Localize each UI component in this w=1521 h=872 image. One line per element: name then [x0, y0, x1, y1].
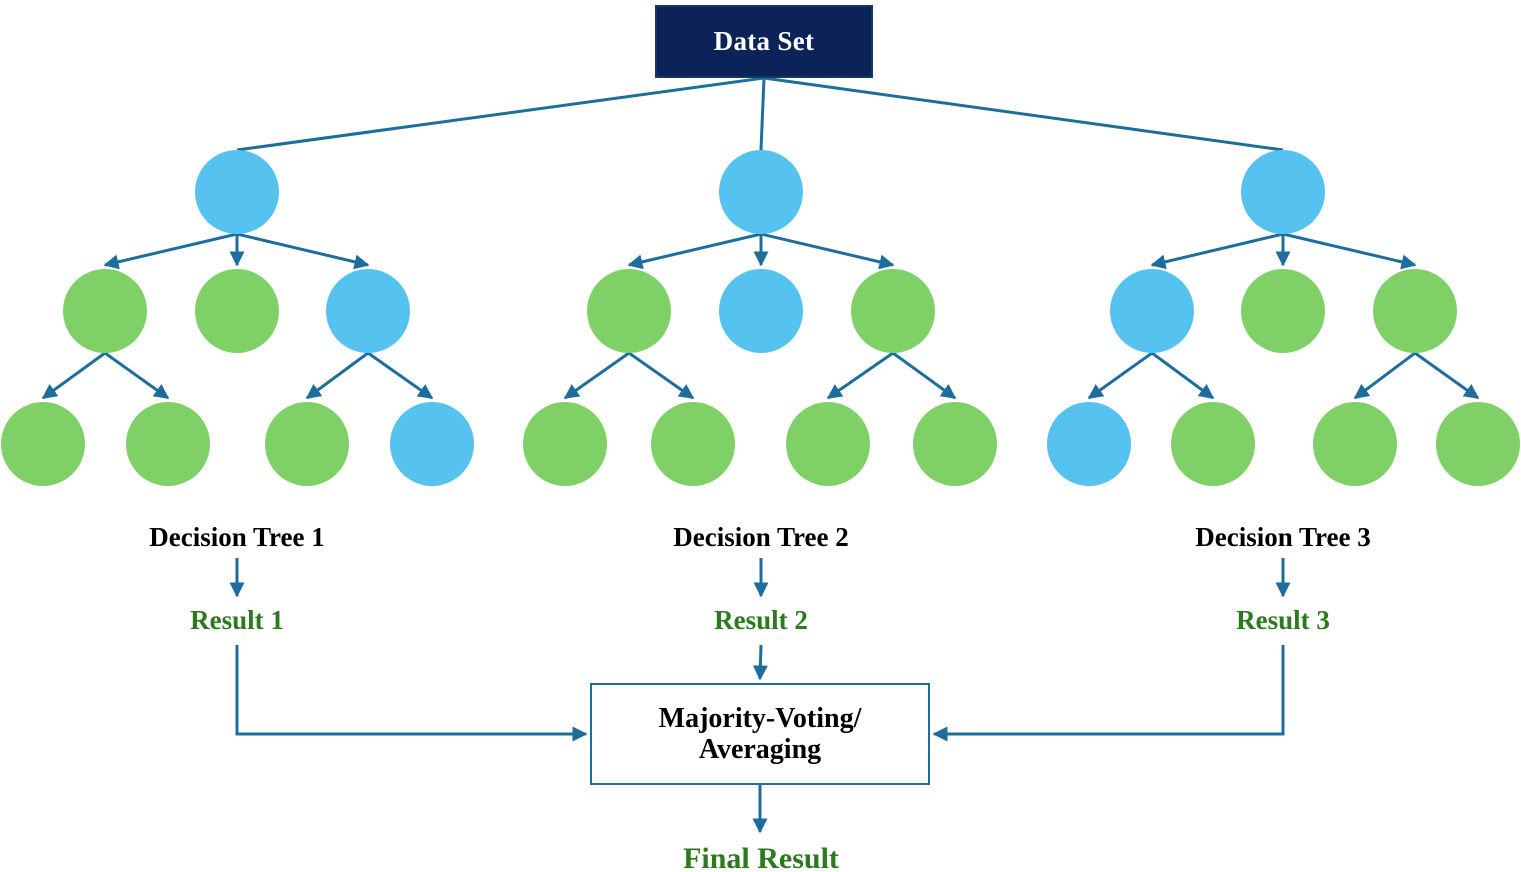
tree-1-mid-node-2: [195, 269, 279, 353]
tree-1-mid-node-1: [63, 269, 147, 353]
vote-box-line-2: Averaging: [698, 734, 822, 765]
tree-2-leaf-node-2: [651, 402, 735, 486]
tree-label-2: Decision Tree 2: [673, 522, 849, 552]
tree-1-mid-node-3: [326, 269, 410, 353]
result-label-1: Result 1: [190, 605, 284, 635]
tree-1-root-node: [195, 150, 279, 234]
tree-3-root-node: [1241, 150, 1325, 234]
result-label-2: Result 2: [714, 605, 808, 635]
tree-2-mid-node-3: [851, 269, 935, 353]
result-label-3: Result 3: [1236, 605, 1330, 635]
tree-1-leaf-node-4: [390, 402, 474, 486]
tree-1-leaf-node-1: [1, 402, 85, 486]
tree-3-mid-node-2: [1241, 269, 1325, 353]
tree-2-root-node: [719, 150, 803, 234]
tree-1-leaf-node-2: [126, 402, 210, 486]
vote-box-line-1: Majority-Voting/: [658, 702, 862, 734]
tree-1-leaf-node-3: [265, 402, 349, 486]
tree-2-leaf-node-1: [523, 402, 607, 486]
tree-2-mid-node-2: [719, 269, 803, 353]
dataset-box: Data Set: [655, 5, 873, 78]
tree-3-leaf-node-4: [1436, 402, 1520, 486]
dataset-label: Data Set: [713, 26, 815, 56]
tree-2-mid-node-1: [587, 269, 671, 353]
tree-2-leaf-node-4: [913, 402, 997, 486]
tree-2-leaf-node-3: [786, 402, 870, 486]
tree-3-leaf-node-2: [1171, 402, 1255, 486]
tree-3-mid-node-1: [1110, 269, 1194, 353]
tree-label-3: Decision Tree 3: [1195, 522, 1371, 552]
final-result-label: Final Result: [683, 842, 839, 872]
tree-3-leaf-node-3: [1313, 402, 1397, 486]
tree-label-1: Decision Tree 1: [149, 522, 325, 552]
tree-3-mid-node-3: [1373, 269, 1457, 353]
majority-voting-box: Majority-Voting/ Averaging: [590, 683, 930, 785]
tree-3-leaf-node-1: [1047, 402, 1131, 486]
